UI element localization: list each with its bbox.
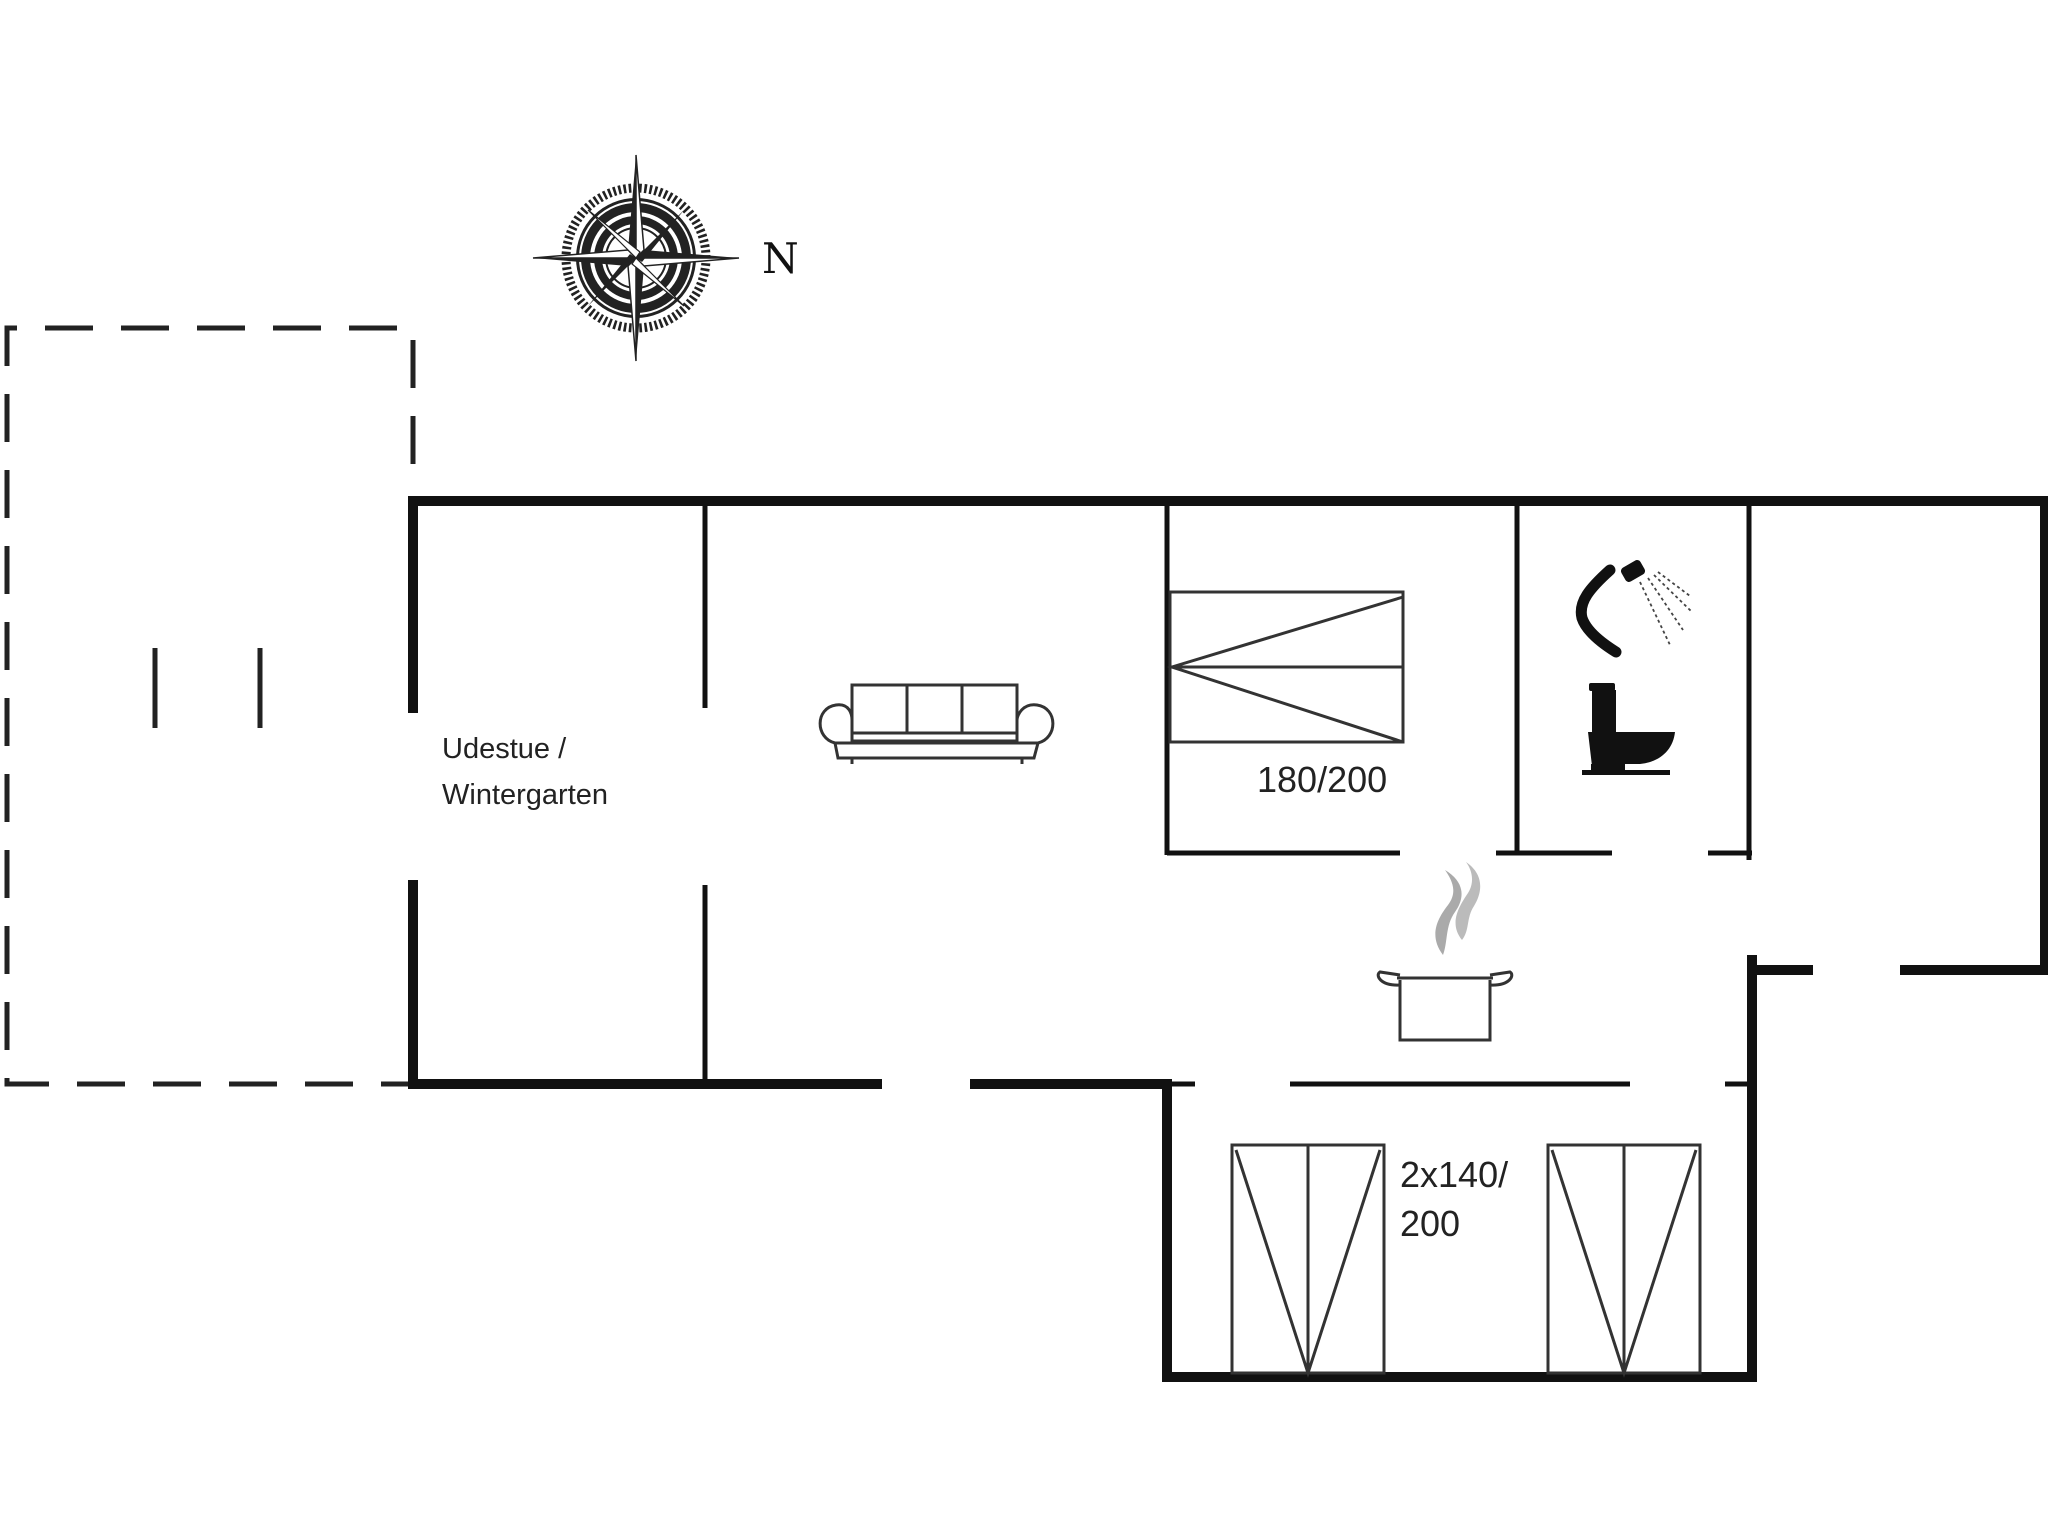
interior-walls xyxy=(702,505,1752,1087)
shower-icon xyxy=(1575,560,1693,658)
outer-walls xyxy=(408,496,2048,1382)
double-bed-label: 180/200 xyxy=(1257,759,1387,800)
double-bed-icon xyxy=(1166,590,1405,744)
compass-rose-icon xyxy=(532,154,740,362)
bunk-bed-icon xyxy=(1230,1143,1702,1378)
compass-north-label: N xyxy=(762,234,799,283)
terrace-outline xyxy=(4,325,416,1087)
bunk-bed-label-line1: 2x140/ xyxy=(1400,1154,1508,1195)
sunroom-label-line1: Udestue / xyxy=(442,733,567,765)
sunroom-label-line2: Wintergarten xyxy=(442,779,608,811)
cooking-pot-icon xyxy=(1376,862,1514,1042)
sofa-icon xyxy=(818,683,1055,764)
terrace-marks xyxy=(152,648,263,728)
toilet-icon xyxy=(1582,683,1675,775)
bunk-bed-label-line2: 200 xyxy=(1400,1203,1460,1244)
